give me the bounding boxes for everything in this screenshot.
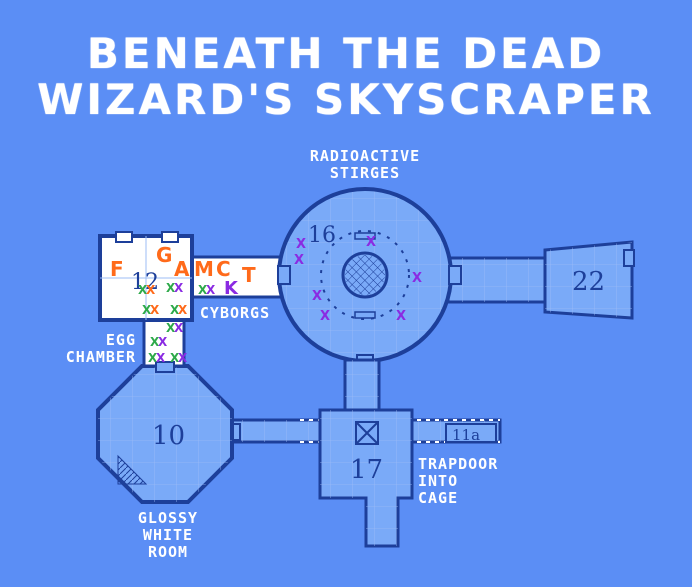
room-number-10: 10 [152,421,185,451]
label-cyborgs: CYBORGS [199,304,271,322]
corridor-east [446,256,550,304]
label-line: ROOM [147,543,189,561]
room-22 [543,240,635,320]
marker-letter-c: C [216,257,231,281]
label-trapdoor-into-cage: TRAPDOOR INTO CAGE [418,456,528,507]
room-17 [318,408,414,548]
room-10 [96,364,234,504]
page-title-line-1: BENEATH THE DEAD [86,29,606,78]
cyborg-marker: X [198,283,208,297]
stirge-marker: X [294,253,304,268]
marker-letter-m: M [194,257,214,281]
room-number-22: 22 [572,267,605,297]
egg-marker: X [148,351,158,365]
marker-letter-t: T [242,263,256,287]
egg-marker: X [166,321,176,335]
label-line: INTO [418,472,459,490]
label-glossy-white-room: GLOSSY WHITE ROOM [118,510,218,561]
egg-marker: X [178,351,188,365]
room-11a [445,423,497,443]
label-line: GLOSSY [137,509,199,527]
cyborg-marker: X [142,303,152,317]
marker-letter-g: G [156,243,172,267]
label-line: CAGE [418,489,459,507]
cyborg-marker: X [178,303,188,317]
label-line: STIRGES [329,164,401,182]
room-16 [277,187,462,366]
marker-letter-a: A [174,257,190,281]
corridor-12-16 [188,255,287,299]
page-title-line-2: WIZARD'S SKYSCRAPER [37,75,655,124]
cyborg-marker: X [138,283,148,297]
cyborg-marker: X [150,303,160,317]
label-line: RADIOACTIVE [309,147,421,165]
cyborg-marker: X [166,281,176,295]
egg-marker: X [174,321,184,335]
stirge-marker: X [412,271,422,286]
label-line: EGG [105,331,136,349]
stirge-marker: X [320,309,330,324]
label-radioactive-stirges: RADIOACTIVE STIRGES [290,148,440,182]
cyborg-marker: X [146,283,156,297]
corridor-16-17 [343,358,381,414]
egg-marker: X [170,351,180,365]
stirge-marker: X [296,237,306,252]
label-line: CHAMBER [65,348,136,366]
stirge-marker: X [312,289,322,304]
marker-letter-k: K [224,278,239,299]
stirge-marker: X [396,309,406,324]
room-number-16: 16 [308,223,336,248]
egg-marker: X [156,351,166,365]
egg-marker: X [158,335,168,349]
room-number-17: 17 [350,455,383,485]
label-line: WHITE [142,526,194,544]
cyborg-marker: X [206,283,216,297]
room-number-12: 12 [131,270,159,295]
cyborg-marker: X [174,281,184,295]
stirge-marker: X [366,235,376,250]
marker-letter-f: F [110,257,124,281]
label-egg-chamber: EGG CHAMBER [42,332,136,366]
egg-marker: X [150,335,160,349]
cyborg-marker: X [170,303,180,317]
room-number-11a: 11a [452,426,480,444]
room-12 [98,231,194,322]
label-line: TRAPDOOR [418,455,499,473]
